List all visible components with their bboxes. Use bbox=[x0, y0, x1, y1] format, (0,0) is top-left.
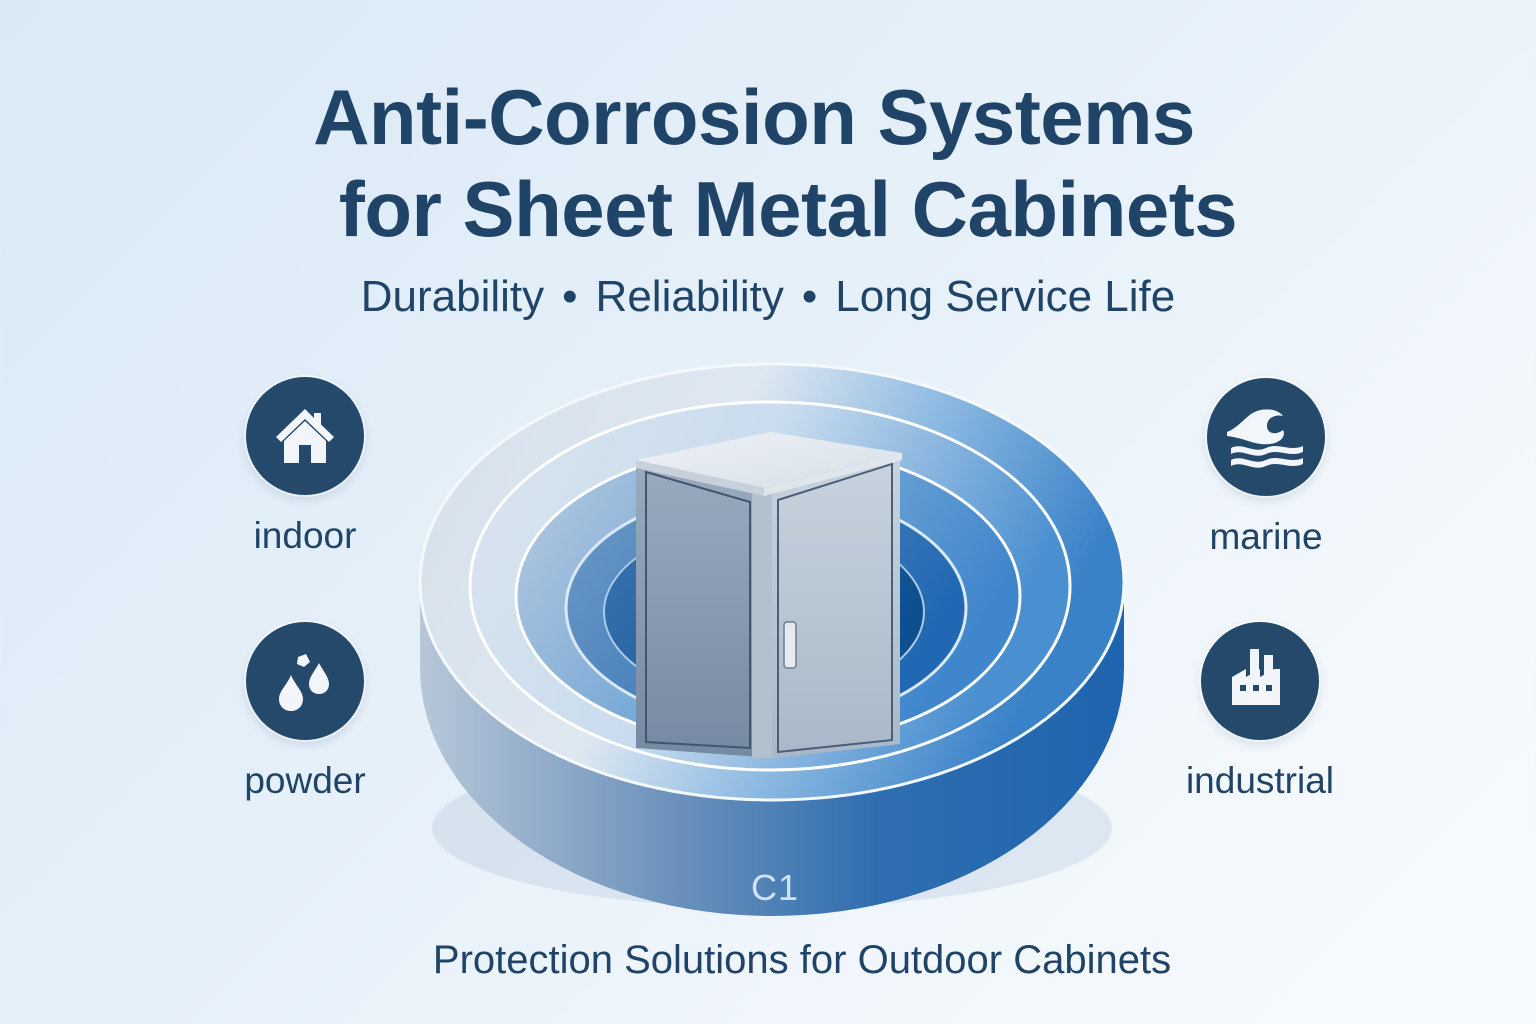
cabinet-icon bbox=[636, 432, 902, 758]
footer-tagline: Protection Solutions for Outdoor Cabinet… bbox=[432, 938, 1172, 982]
feature-marine: marine bbox=[1166, 378, 1366, 558]
separator-dot: • bbox=[801, 272, 818, 321]
value-durability: Durability bbox=[360, 272, 545, 321]
feature-industrial: industrial bbox=[1160, 622, 1360, 802]
feature-powder: powder bbox=[205, 622, 405, 802]
cabinet-illustration: C1 bbox=[400, 350, 1150, 920]
concentric-rings-platform bbox=[418, 362, 1126, 916]
value-reliability: Reliability bbox=[595, 272, 784, 321]
corrosion-class-label: C1 bbox=[750, 867, 800, 908]
tagline-values: Durability • Reliability • Long Service Life bbox=[0, 272, 1536, 322]
feature-indoor: indoor bbox=[205, 377, 405, 557]
droplets-icon bbox=[246, 622, 364, 740]
feature-label: indoor bbox=[253, 515, 357, 556]
wave-icon bbox=[1207, 378, 1325, 496]
value-long-service-life: Long Service Life bbox=[835, 272, 1176, 321]
separator-dot: • bbox=[562, 272, 578, 321]
feature-label: powder bbox=[244, 760, 366, 801]
feature-label: industrial bbox=[1185, 760, 1335, 801]
page-title-line-2: for Sheet Metal Cabinets bbox=[338, 165, 1238, 253]
house-icon bbox=[246, 377, 364, 495]
factory-icon bbox=[1201, 622, 1319, 740]
feature-label: marine bbox=[1209, 516, 1323, 557]
page-title-line-1: Anti-Corrosion Systems bbox=[313, 73, 1195, 161]
